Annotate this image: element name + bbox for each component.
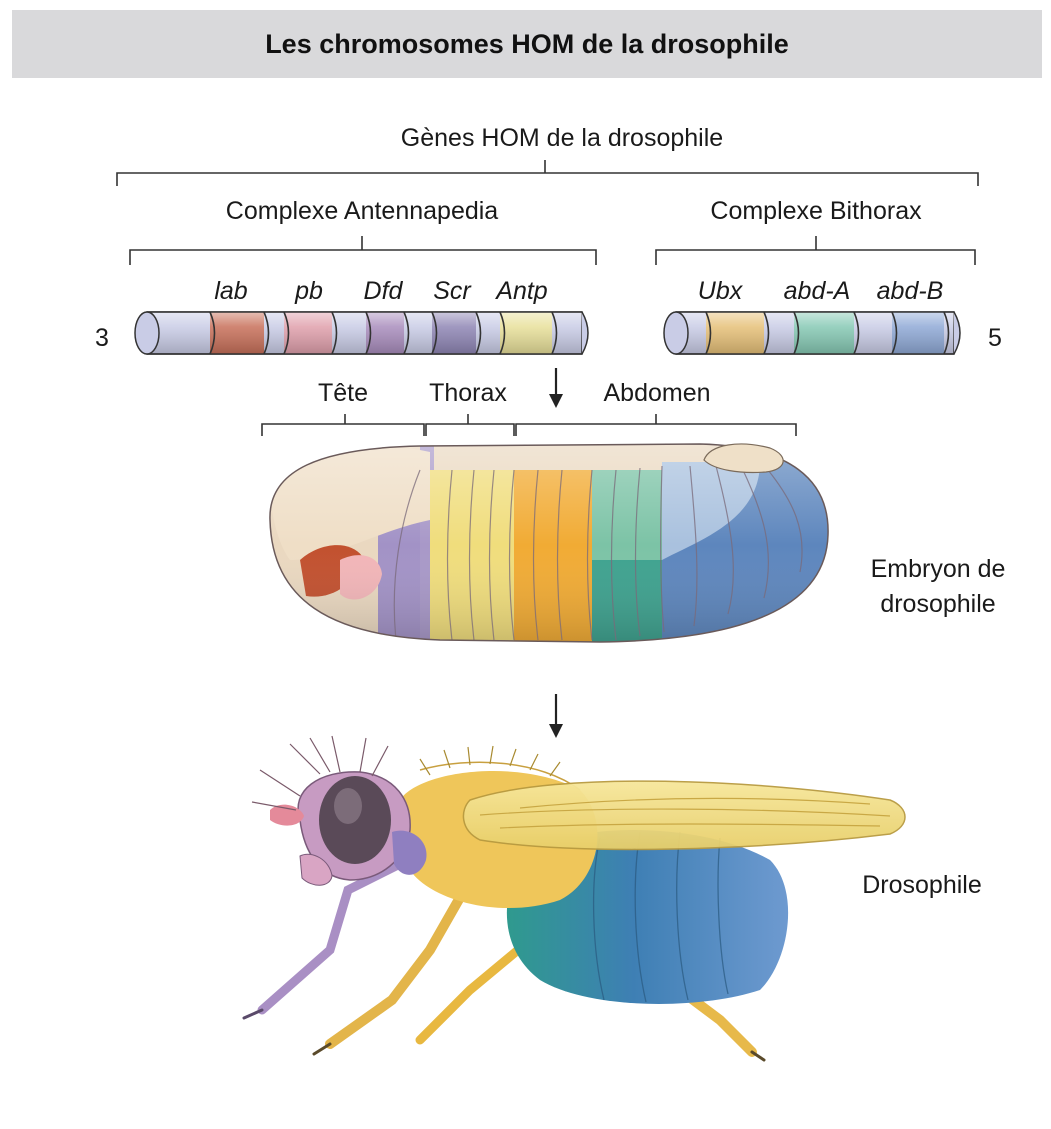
gene-label-dfd: Dfd	[364, 277, 404, 305]
region-brackets	[262, 414, 796, 436]
region-label-thorax: Thorax	[429, 379, 507, 407]
chromosome-end-5: 5	[988, 324, 1002, 352]
region-label-head: Tête	[318, 379, 368, 407]
bithorax-chromosome	[664, 312, 960, 354]
gene-label-antp: Antp	[494, 277, 548, 305]
bithorax-bracket	[656, 236, 975, 265]
embryo-illustration	[260, 440, 840, 650]
fly-label: Drosophile	[862, 871, 982, 899]
gene-label-ubx: Ubx	[698, 277, 744, 305]
gene-label-abd-b: abd-B	[877, 277, 944, 305]
bithorax-label: Complexe Bithorax	[710, 197, 922, 225]
gene-label-lab: lab	[214, 277, 247, 305]
gene-label-pb: pb	[294, 277, 323, 305]
hom-genes-label: Gènes HOM de la drosophile	[401, 124, 723, 152]
antennapedia-bracket	[130, 236, 596, 265]
adult-fly-illustration	[244, 736, 905, 1060]
arrow-embryo-to-fly	[549, 694, 563, 738]
gene-label-abd-a: abd-A	[784, 277, 851, 305]
hom-genes-bracket	[117, 160, 978, 186]
antennapedia-label: Complexe Antennapedia	[226, 197, 499, 225]
embryo-label-line1: Embryon de	[871, 555, 1006, 583]
region-label-abdomen: Abdomen	[603, 379, 710, 407]
embryo-label-line2: drosophile	[880, 590, 995, 618]
arrow-chromosome-to-embryo	[549, 368, 563, 408]
antennapedia-chromosome	[135, 312, 588, 354]
gene-label-scr: Scr	[433, 277, 472, 305]
chromosome-end-3: 3	[95, 324, 109, 352]
